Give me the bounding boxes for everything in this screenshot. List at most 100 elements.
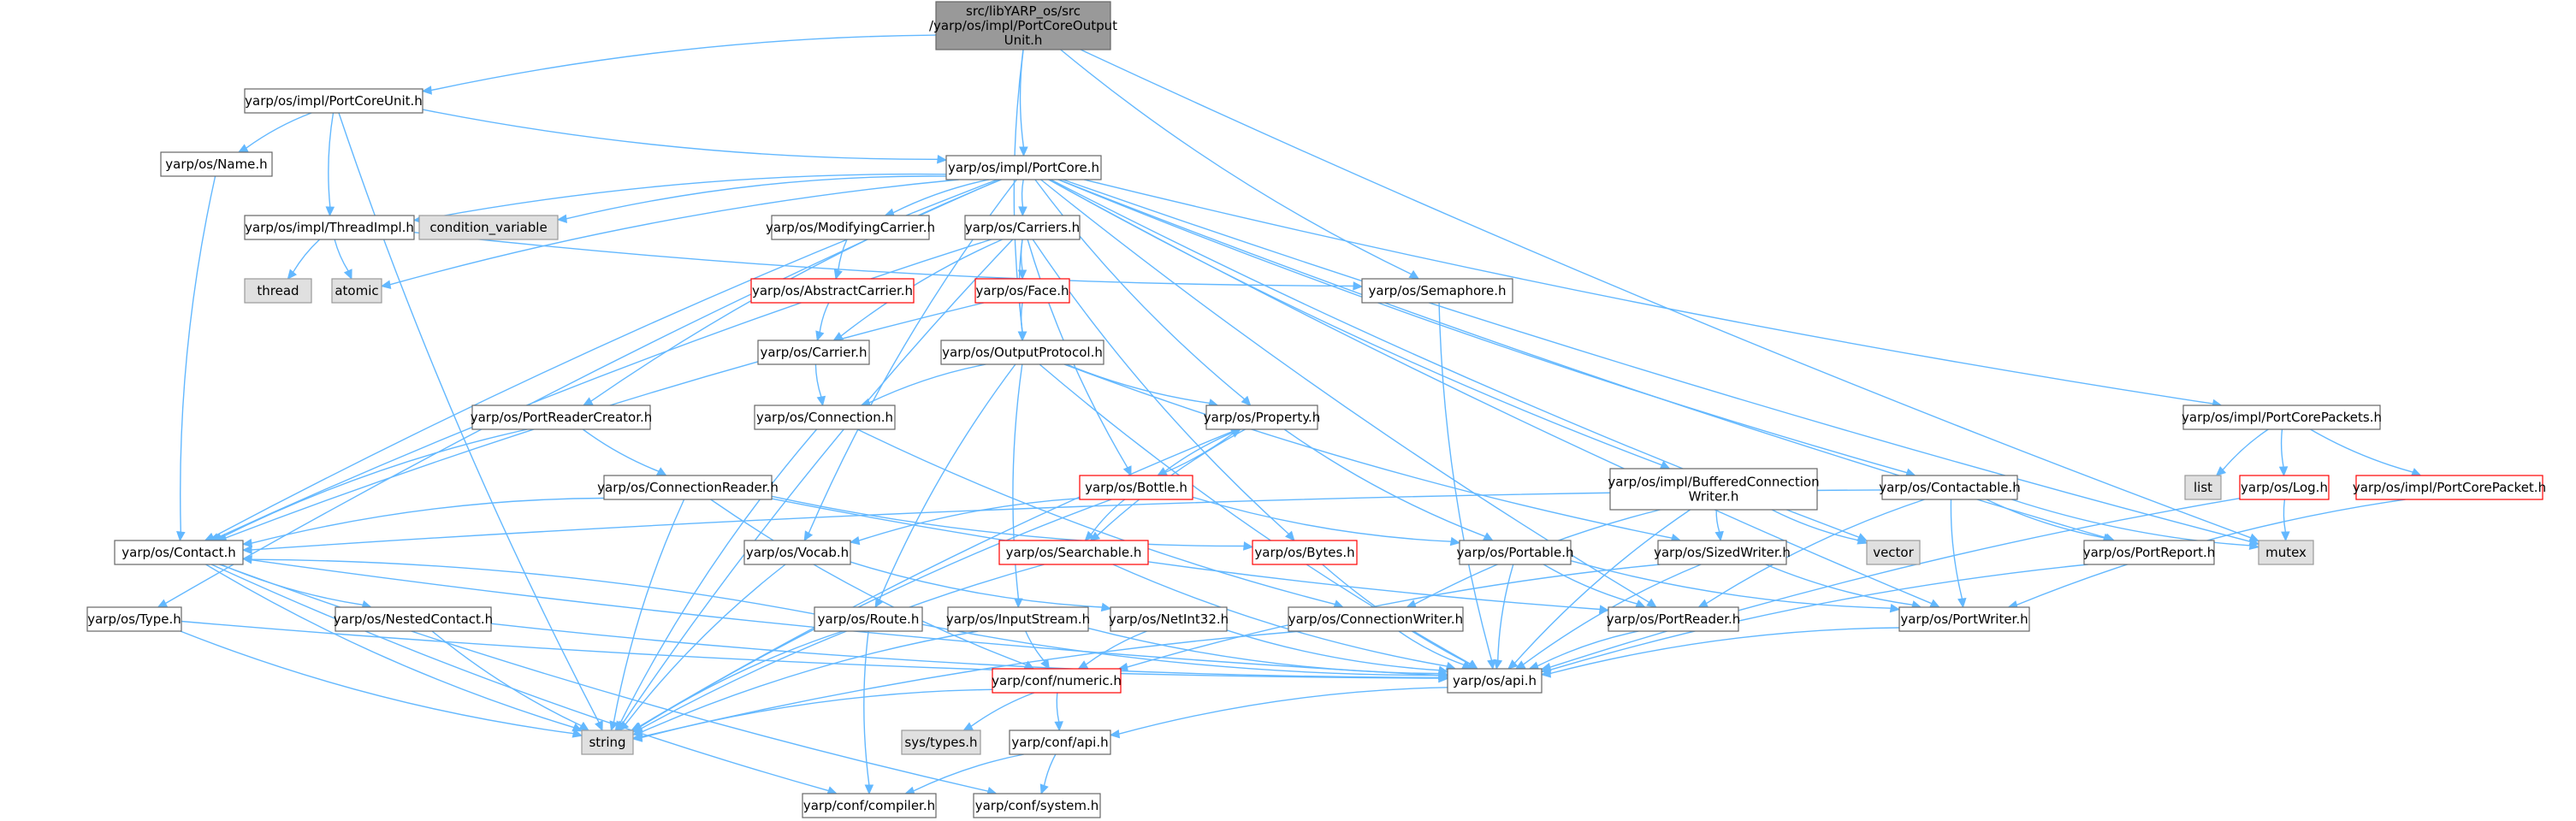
node-abstractcarrier[interactable]: yarp/os/AbstractCarrier.h <box>750 278 915 304</box>
node-threadimpl[interactable]: yarp/os/impl/ThreadImpl.h <box>244 215 415 240</box>
node-label: thread <box>257 283 299 298</box>
node-connectionreader[interactable]: yarp/os/ConnectionReader.h <box>597 475 779 500</box>
node-connectionwriter[interactable]: yarp/os/ConnectionWriter.h <box>1288 606 1464 632</box>
node-label: vector <box>1873 545 1914 560</box>
edge-arrowhead <box>1408 269 1420 280</box>
node-vocab[interactable]: yarp/os/Vocab.h <box>743 540 851 565</box>
edges-layer <box>157 34 2422 796</box>
node-type[interactable]: yarp/os/Type.h <box>86 606 182 632</box>
node-bytes[interactable]: yarp/os/Bytes.h <box>1252 540 1358 565</box>
edge-netint32-to-api <box>1226 629 1449 675</box>
node-confapi[interactable]: yarp/conf/api.h <box>1009 729 1111 755</box>
node-box <box>935 1 1111 50</box>
node-confnumeric[interactable]: yarp/conf/numeric.h <box>992 668 1122 694</box>
node-box <box>945 155 1102 180</box>
node-box <box>1009 729 1111 755</box>
node-box <box>1881 475 2018 500</box>
edge-arrowhead <box>287 269 298 280</box>
edge-arrowhead <box>2278 466 2289 477</box>
edge-arrowhead <box>1040 659 1050 670</box>
edge-portcore-to-carriers <box>1018 179 1027 217</box>
node-confsystem[interactable]: yarp/conf/system.h <box>973 793 1101 818</box>
edge-confnumeric-to-string <box>631 688 993 742</box>
edge-arrowhead <box>1514 660 1526 670</box>
edge-confapi-to-confsystem <box>1039 753 1057 795</box>
node-label: yarp/os/Log.h <box>2241 480 2328 495</box>
node-nestedcontact[interactable]: yarp/os/NestedContact.h <box>334 606 493 632</box>
edge-arrowhead <box>578 721 589 731</box>
node-box <box>471 405 651 430</box>
node-bottle[interactable]: yarp/os/Bottle.h <box>1079 475 1193 500</box>
node-box <box>244 215 415 240</box>
node-name[interactable]: yarp/os/Name.h <box>160 151 273 177</box>
edge-portcorepackets-to-log <box>2278 428 2289 477</box>
edge-arrowhead <box>833 269 843 281</box>
edge-arrowhead <box>803 530 814 542</box>
node-label: yarp/os/OutputProtocol.h <box>942 345 1103 360</box>
node-box <box>2355 475 2543 500</box>
edge-type-to-string <box>180 630 583 738</box>
edge-searchable-to-string <box>631 564 1045 733</box>
node-label: yarp/os/Bottle.h <box>1085 480 1187 495</box>
node-portcoreunit[interactable]: yarp/os/impl/PortCoreUnit.h <box>244 88 423 114</box>
edge-arrowhead <box>1019 146 1028 157</box>
node-netint32[interactable]: yarp/os/NetInt32.h <box>1109 606 1229 632</box>
node-api[interactable]: yarp/os/api.h <box>1447 668 1543 694</box>
node-property[interactable]: yarp/os/Property.h <box>1204 405 1320 430</box>
node-box <box>1657 540 1787 565</box>
node-portable[interactable]: yarp/os/Portable.h <box>1457 540 1574 565</box>
node-portcore[interactable]: yarp/os/impl/PortCore.h <box>945 155 1102 180</box>
node-semaphore[interactable]: yarp/os/Semaphore.h <box>1361 278 1513 304</box>
node-portcorepackets[interactable]: yarp/os/impl/PortCorePackets.h <box>2182 405 2382 430</box>
edge-bottle-to-vocab <box>849 498 1081 546</box>
edge-confnumeric-to-systypes <box>962 692 1035 731</box>
edge-bottle-to-searchable <box>1084 499 1126 541</box>
node-box <box>1866 540 1921 565</box>
edge-threadimpl-to-thread <box>287 239 321 280</box>
edge-arrowhead <box>421 86 432 95</box>
node-carrier[interactable]: yarp/os/Carrier.h <box>757 340 870 365</box>
node-box <box>771 215 930 240</box>
node-contactable[interactable]: yarp/os/Contactable.h <box>1879 475 2021 500</box>
node-route[interactable]: yarp/os/Route.h <box>814 606 923 632</box>
node-confcompiler[interactable]: yarp/conf/compiler.h <box>802 793 937 818</box>
node-box <box>802 793 937 818</box>
node-box <box>998 540 1149 565</box>
node-label: yarp/os/Name.h <box>165 157 267 172</box>
node-face[interactable]: yarp/os/Face.h <box>974 278 1070 304</box>
node-portreadercreator[interactable]: yarp/os/PortReaderCreator.h <box>471 405 653 430</box>
node-connection[interactable]: yarp/os/Connection.h <box>754 405 896 430</box>
node-outputprotocol[interactable]: yarp/os/OutputProtocol.h <box>940 340 1104 365</box>
node-box <box>581 729 634 755</box>
edge-arrowhead <box>815 330 825 342</box>
node-carriers[interactable]: yarp/os/Carriers.h <box>964 215 1081 240</box>
edge-root-to-mutex <box>1080 49 2260 542</box>
node-inputstream[interactable]: yarp/os/InputStream.h <box>946 606 1090 632</box>
node-label: list <box>2194 480 2212 495</box>
edge-arrowhead <box>1017 331 1027 342</box>
node-box <box>1205 405 1318 430</box>
node-label: yarp/os/Property.h <box>1204 410 1320 425</box>
node-portreport[interactable]: yarp/os/PortReport.h <box>2083 540 2216 565</box>
edge-api-to-confapi <box>1109 687 1448 739</box>
node-sizedwriter[interactable]: yarp/os/SizedWriter.h <box>1654 540 1791 565</box>
edge-arrowhead <box>655 467 667 476</box>
node-log[interactable]: yarp/os/Log.h <box>2239 475 2330 500</box>
node-string: string <box>581 729 634 755</box>
edge-connectionreader-to-contact <box>241 497 605 548</box>
node-searchable[interactable]: yarp/os/Searchable.h <box>998 540 1149 565</box>
node-label: yarp/os/impl/PortCorePackets.h <box>2182 410 2382 425</box>
node-label: Unit.h <box>1004 32 1043 48</box>
edge-arrowhead <box>1437 665 1449 675</box>
edge-arrowhead <box>2248 540 2260 550</box>
node-contact[interactable]: yarp/os/Contact.h <box>114 540 244 565</box>
edge-portcore-to-contactable <box>1057 179 1916 477</box>
node-portwriter[interactable]: yarp/os/PortWriter.h <box>1898 606 2030 632</box>
node-modifyingcarrier[interactable]: yarp/os/ModifyingCarrier.h <box>766 215 935 240</box>
node-portcorepacket[interactable]: yarp/os/impl/PortCorePacket.h <box>2353 475 2546 500</box>
node-mutex: mutex <box>2258 540 2314 565</box>
node-label: yarp/os/impl/BufferedConnection <box>1608 475 1819 490</box>
node-portreader[interactable]: yarp/os/PortReader.h <box>1607 606 1741 632</box>
edge-arrowhead <box>816 395 826 407</box>
